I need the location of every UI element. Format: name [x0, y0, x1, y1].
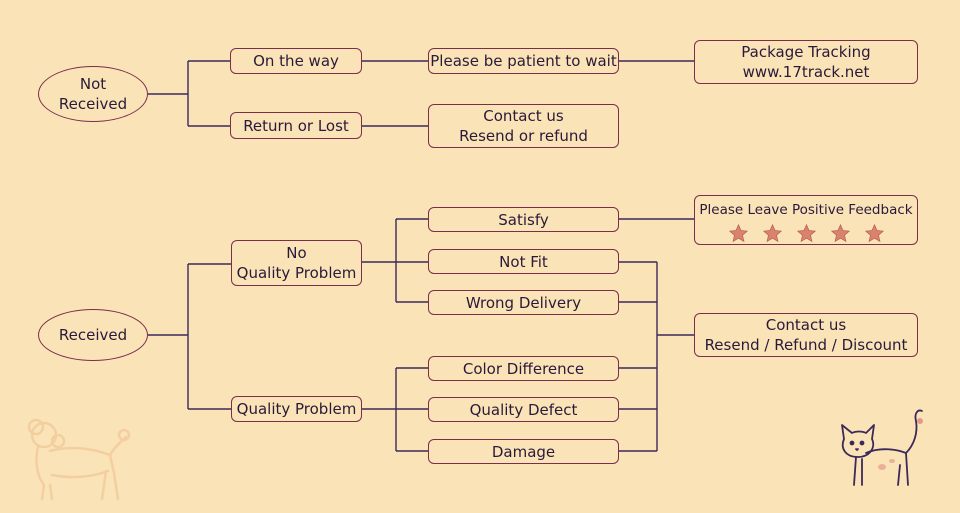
- node-contact2-line1: Contact us: [765, 316, 847, 334]
- node-satisfy: Satisfy: [428, 207, 619, 232]
- node-quality-defect-label: Quality Defect: [469, 400, 578, 419]
- node-contact2-line2: Resend / Refund / Discount: [704, 336, 908, 354]
- dog-icon: [27, 418, 131, 501]
- node-not-fit-label: Not Fit: [499, 252, 548, 271]
- node-contact-line1: Contact us: [483, 107, 564, 125]
- node-package-tracking: Package Tracking www.17track.net: [694, 40, 918, 84]
- node-quality-problem-label: Quality Problem: [236, 400, 357, 418]
- star-icon: [830, 223, 850, 243]
- node-no-quality-line2: Quality Problem: [236, 264, 357, 282]
- connector-to-contact-bus: [619, 261, 694, 452]
- node-wrong-delivery: Wrong Delivery: [428, 290, 619, 315]
- star-icon: [762, 223, 782, 243]
- node-received: Received: [38, 309, 148, 361]
- node-return-or-lost-label: Return or Lost: [243, 116, 349, 135]
- node-package-tracking-line1: Package Tracking: [741, 43, 871, 61]
- feedback-stars: [728, 223, 885, 244]
- node-not-fit: Not Fit: [428, 249, 619, 274]
- node-wrong-delivery-label: Wrong Delivery: [465, 293, 582, 312]
- connector-not-received-root: [148, 61, 189, 126]
- star-icon: [796, 223, 816, 243]
- node-not-received-line2: Received: [58, 95, 128, 113]
- node-on-the-way-label: On the way: [253, 52, 339, 70]
- node-not-received: Not Received: [38, 66, 148, 122]
- connector-no-quality-branches: [362, 218, 428, 303]
- cat-icon: [841, 409, 923, 486]
- node-color-difference: Color Difference: [428, 356, 619, 381]
- star-icon: [728, 223, 748, 243]
- node-contact-resend-refund: Contact us Resend or refund: [428, 104, 619, 148]
- node-received-label: Received: [58, 326, 128, 344]
- node-return-or-lost: Return or Lost: [230, 112, 362, 139]
- connector-quality-branches: [362, 367, 428, 452]
- node-damage: Damage: [428, 439, 619, 464]
- node-positive-feedback: Please Leave Positive Feedback: [694, 195, 918, 245]
- node-contact-resend-refund-discount: Contact us Resend / Refund / Discount: [694, 313, 918, 357]
- node-patient-wait: Please be patient to wait: [428, 48, 619, 74]
- node-quality-defect: Quality Defect: [428, 397, 619, 422]
- node-on-the-way: On the way: [230, 48, 362, 74]
- node-not-received-line1: Not: [79, 75, 107, 93]
- node-patient-wait-label: Please be patient to wait: [430, 52, 617, 70]
- node-contact-line2: Resend or refund: [459, 127, 588, 145]
- connector-received-root: [148, 264, 189, 409]
- node-damage-label: Damage: [491, 442, 556, 461]
- node-no-quality-line1: No: [286, 244, 307, 262]
- node-color-difference-label: Color Difference: [462, 359, 585, 378]
- star-icon: [864, 223, 884, 243]
- node-positive-feedback-label: Please Leave Positive Feedback: [699, 202, 913, 218]
- node-satisfy-label: Satisfy: [498, 210, 549, 229]
- node-package-tracking-url: www.17track.net: [742, 63, 870, 81]
- node-quality-problem: Quality Problem: [231, 396, 362, 422]
- node-no-quality-problem: No Quality Problem: [231, 240, 362, 286]
